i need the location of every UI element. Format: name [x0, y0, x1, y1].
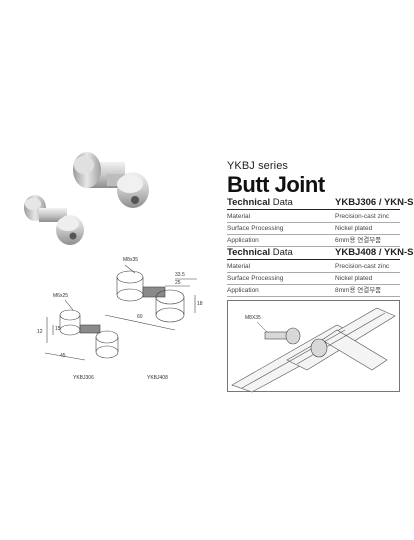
- technical-drawing: M8x35 33.5 25 18 60 M6x25 15 12 45 YKBJ3…: [37, 257, 203, 381]
- tech-data-label-rest: Data: [270, 197, 293, 208]
- tech-data-label: Technical: [227, 247, 271, 258]
- spec-value: Precision-cast zinc: [335, 263, 390, 270]
- page-title: Butt Joint: [227, 172, 325, 197]
- spec-label: Material: [227, 213, 251, 220]
- assembly-illustration: M8X35: [227, 300, 400, 393]
- product-photo: [24, 152, 149, 245]
- dim-18: 18: [197, 301, 203, 307]
- spec-row-surface-408: Surface Processing Nickel plated: [227, 273, 400, 285]
- spec-label: Application: [227, 287, 259, 294]
- dim-45: 45: [60, 353, 66, 359]
- spec-label: Material: [227, 263, 251, 270]
- tech-data-header-306: Technical Data YKBJ306 / YKN-S: [227, 197, 414, 210]
- small-joint-image: [24, 195, 84, 245]
- dim-25: 25: [175, 280, 181, 286]
- dim-15: 15: [55, 326, 61, 332]
- model-ykbj306: YKBJ306 / YKN-S: [335, 197, 414, 208]
- tech-data-label: Technical: [227, 197, 271, 208]
- series-label: YKBJ series: [227, 160, 289, 172]
- large-joint-image: [73, 152, 149, 208]
- assembly-callout: M8X35: [245, 315, 261, 321]
- label-ykbj408: YKBJ408: [147, 375, 168, 381]
- spec-label: Surface Processing: [227, 275, 284, 282]
- dim-m6: M6x25: [53, 293, 68, 299]
- spec-value: 6mm용 연결부품: [335, 237, 382, 244]
- model-ykbj408: YKBJ408 / YKN-S: [335, 247, 414, 258]
- label-ykbj306: YKBJ306: [73, 375, 94, 381]
- spec-row-material-306: Material Precision-cast zinc: [227, 211, 400, 223]
- spec-row-application-306: Application 6mm용 연결부품: [227, 235, 400, 247]
- dim-12: 12: [37, 329, 43, 335]
- spec-value: Nickel plated: [335, 275, 373, 282]
- tech-data-label-rest: Data: [270, 247, 293, 258]
- spec-value: Nickel plated: [335, 225, 373, 232]
- dim-m8: M8x35: [123, 257, 138, 263]
- spec-row-material-408: Material Precision-cast zinc: [227, 261, 400, 273]
- tech-data-header-408: Technical Data YKBJ408 / YKN-S: [227, 247, 414, 260]
- dim-33-5: 33.5: [175, 272, 185, 278]
- spec-value: 8mm용 연결부품: [335, 287, 382, 294]
- dim-60: 60: [137, 314, 143, 320]
- spec-label: Surface Processing: [227, 225, 284, 232]
- spec-label: Application: [227, 237, 259, 244]
- spec-row-application-408: Application 8mm용 연결부품: [227, 285, 400, 297]
- spec-value: Precision-cast zinc: [335, 213, 390, 220]
- spec-row-surface-306: Surface Processing Nickel plated: [227, 223, 400, 235]
